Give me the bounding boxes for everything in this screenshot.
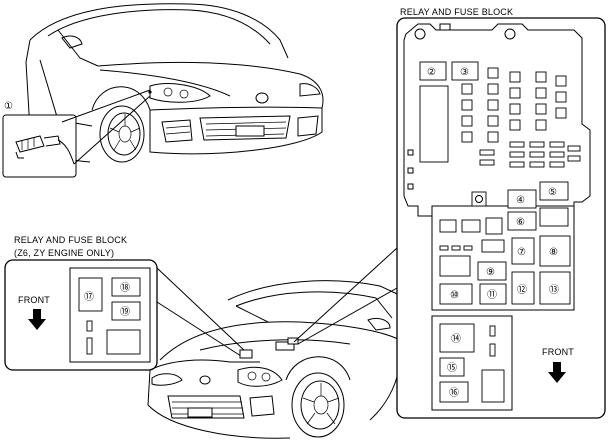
- callout-1: ①: [4, 101, 13, 112]
- callout-5: ⑤: [548, 187, 557, 198]
- callout-16: ⑯: [449, 387, 459, 399]
- sub-block-subtitle: (Z6, ZY ENGINE ONLY): [14, 248, 114, 258]
- callout-14: ⑭: [451, 333, 461, 345]
- callout-4: ④: [516, 195, 525, 206]
- front-label-left: FRONT: [18, 295, 50, 305]
- sub-block-title: RELAY AND FUSE BLOCK: [14, 235, 127, 245]
- car-front-view-top: [25, 3, 324, 163]
- callout-3: ③: [460, 67, 469, 78]
- main-relay-fuse-block-panel: ② ③: [396, 17, 606, 419]
- main-block-location-marker: [275, 341, 295, 351]
- front-arrow-down-icon: [548, 362, 566, 383]
- callout-15: ⑮: [447, 362, 457, 374]
- callout-8: ⑧: [549, 247, 558, 258]
- callout-19: ⑲: [120, 306, 130, 318]
- callout-7: ⑦: [517, 247, 526, 258]
- sub-block-location-marker: [239, 349, 253, 359]
- callout-12: ⑫: [517, 284, 527, 296]
- callout-11: ⑪: [487, 289, 497, 301]
- callout-2: ②: [427, 67, 436, 78]
- front-arrow-down-icon: [28, 309, 46, 330]
- callout-13: ⑬: [549, 284, 559, 296]
- callout-9: ⑨: [486, 267, 495, 278]
- callout-10: ⑩: [450, 290, 459, 301]
- car-front-view-bottom: [147, 280, 411, 439]
- callout-18: ⑱: [120, 282, 130, 294]
- front-label-right: FRONT: [542, 347, 574, 357]
- sub-relay-fuse-block-panel: FRONT ⑰ ⑱ ⑲: [4, 259, 158, 371]
- callout-6: ⑥: [516, 217, 525, 228]
- connector-inset: ①: [2, 89, 152, 178]
- connector-inset-frame: [2, 114, 77, 178]
- callout-17: ⑰: [84, 291, 94, 303]
- main-block-title: RELAY AND FUSE BLOCK: [400, 7, 513, 17]
